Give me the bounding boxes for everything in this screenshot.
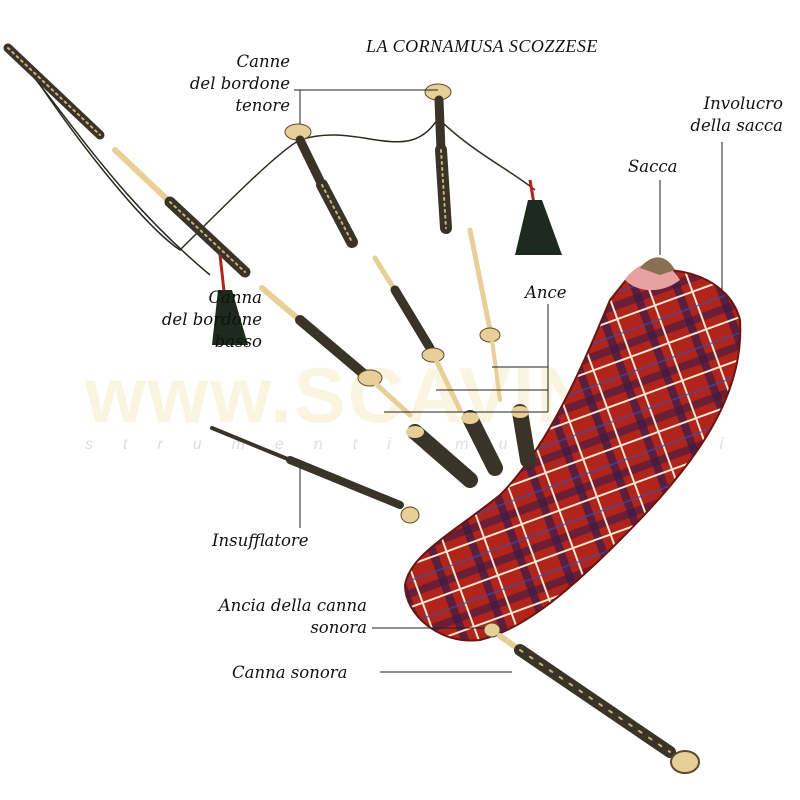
chanter — [483, 622, 700, 774]
label-line: basso — [214, 332, 262, 351]
tenor-drone-1 — [284, 123, 358, 248]
reeds — [259, 227, 502, 418]
label-bag-cover: Involucro della sacca — [690, 93, 783, 137]
bag-top — [640, 257, 675, 275]
bass-drone — [3, 43, 251, 278]
tenor-drone-2 — [424, 83, 452, 234]
blowpipe — [210, 426, 420, 524]
label-chanter-reed: Ancia della canna sonora — [219, 595, 367, 639]
label-line: del bordone — [189, 74, 290, 93]
leader-lines — [294, 89, 723, 673]
label-bag: Sacca — [628, 157, 678, 176]
label-chanter: Canna sonora — [232, 663, 348, 682]
label-bass-drone: Canna del bordone basso — [162, 287, 262, 353]
diagram-title: LA CORNAMUSA SCOZZESE — [366, 36, 598, 56]
label-line: Ancia della canna — [218, 596, 367, 615]
bag — [403, 269, 742, 642]
label-line: sonora — [310, 618, 367, 637]
label-line: Involucro — [703, 94, 783, 113]
label-blowpipe: Insufflatore — [212, 531, 309, 550]
drone-cords — [19, 59, 536, 276]
label-line: Canne — [236, 52, 290, 71]
label-line: Canna — [208, 288, 262, 307]
drone-stocks — [406, 404, 536, 488]
label-reeds: Ance — [525, 283, 567, 302]
tenor-drone-tassel — [515, 179, 562, 255]
label-line: tenore — [235, 96, 290, 115]
label-line: della sacca — [690, 116, 783, 135]
label-tenor-drones: Canne del bordone tenore — [190, 51, 290, 117]
bass-drone-tassel — [212, 254, 248, 345]
label-line: del bordone — [161, 310, 262, 329]
